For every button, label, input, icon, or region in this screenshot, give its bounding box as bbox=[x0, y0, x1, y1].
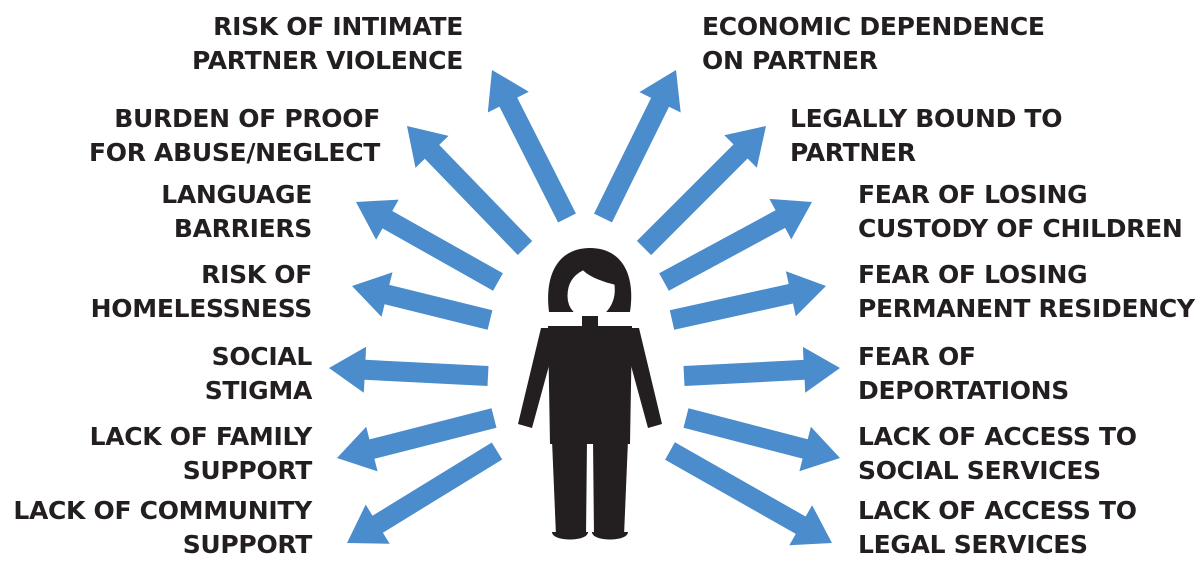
left-arrow-6 bbox=[337, 408, 497, 472]
left-arrow-7 bbox=[347, 442, 503, 544]
label-line: STIGMA bbox=[204, 376, 313, 405]
right-arrow-5 bbox=[683, 346, 840, 393]
label-line: PERMANENT RESIDENCY bbox=[858, 294, 1195, 323]
label-fear-of-deportations: FEAR OF DEPORTATIONS bbox=[858, 340, 1069, 408]
label-lack-of-access-legal-services: LACK OF ACCESS TO LEGAL SERVICES bbox=[858, 494, 1137, 562]
label-line: SUPPORT bbox=[182, 530, 313, 559]
label-fear-of-losing-residency: FEAR OF LOSING PERMANENT RESIDENCY bbox=[858, 258, 1195, 326]
left-arrow-2 bbox=[407, 126, 533, 255]
label-line: LACK OF ACCESS TO bbox=[858, 422, 1137, 451]
label-legally-bound: LEGALLY BOUND TO PARTNER bbox=[790, 102, 1062, 170]
label-line: PARTNER bbox=[790, 138, 916, 167]
label-line: ON PARTNER bbox=[702, 46, 878, 75]
label-risk-of-homelessness: RISK OF HOMELESSNESS bbox=[90, 258, 313, 326]
right-arrow-2 bbox=[636, 126, 766, 256]
label-line: FEAR OF LOSING bbox=[858, 180, 1088, 209]
label-line: PARTNER VIOLENCE bbox=[192, 46, 463, 75]
label-line: DEPORTATIONS bbox=[858, 376, 1069, 405]
label-line: HOMELESSNESS bbox=[90, 294, 313, 323]
right-arrow-1 bbox=[594, 70, 681, 223]
right-arrow-3 bbox=[659, 198, 812, 291]
left-arrow-3 bbox=[356, 199, 503, 291]
label-language-barriers: LANGUAGE BARRIERS bbox=[161, 178, 312, 246]
label-lack-of-access-social-services: LACK OF ACCESS TO SOCIAL SERVICES bbox=[858, 420, 1137, 488]
label-line: LEGAL SERVICES bbox=[858, 530, 1088, 559]
label-lack-of-community-support: LACK OF COMMUNITY SUPPORT bbox=[13, 494, 312, 562]
label-line: CUSTODY OF CHILDREN bbox=[858, 214, 1183, 243]
label-line: RISK OF bbox=[201, 260, 312, 289]
left-arrow-5 bbox=[329, 346, 489, 393]
label-fear-of-losing-custody: FEAR OF LOSING CUSTODY OF CHILDREN bbox=[858, 178, 1183, 246]
left-arrow-4 bbox=[352, 272, 493, 330]
label-line: FEAR OF bbox=[858, 342, 976, 371]
label-line: LANGUAGE bbox=[161, 180, 312, 209]
label-line: FEAR OF LOSING bbox=[858, 260, 1088, 289]
label-lack-of-family-support: LACK OF FAMILY SUPPORT bbox=[89, 420, 313, 488]
label-line: ECONOMIC DEPENDENCE bbox=[702, 12, 1045, 41]
right-arrow-6 bbox=[683, 408, 840, 472]
label-line: RISK OF INTIMATE bbox=[213, 12, 463, 41]
label-burden-of-proof: BURDEN OF PROOF FOR ABUSE/NEGLECT bbox=[89, 102, 380, 170]
right-arrow-7 bbox=[665, 442, 832, 546]
right-arrow-4 bbox=[669, 271, 826, 330]
label-social-stigma: SOCIAL STIGMA bbox=[204, 340, 313, 408]
label-line: SUPPORT bbox=[182, 456, 313, 485]
label-line: LACK OF COMMUNITY bbox=[13, 496, 312, 525]
label-line: LACK OF FAMILY bbox=[89, 422, 313, 451]
label-economic-dependence: ECONOMIC DEPENDENCE ON PARTNER bbox=[702, 10, 1045, 78]
label-line: BARRIERS bbox=[173, 214, 312, 243]
label-risk-of-intimate-partner-violence: RISK OF INTIMATE PARTNER VIOLENCE bbox=[192, 10, 463, 78]
label-line: BURDEN OF PROOF bbox=[114, 104, 380, 133]
label-line: FOR ABUSE/NEGLECT bbox=[88, 138, 380, 167]
label-line: SOCIAL SERVICES bbox=[858, 456, 1101, 485]
label-line: LACK OF ACCESS TO bbox=[858, 496, 1137, 525]
left-arrow-1 bbox=[487, 70, 576, 223]
label-line: SOCIAL bbox=[211, 342, 313, 371]
label-line: LEGALLY BOUND TO bbox=[790, 104, 1063, 133]
